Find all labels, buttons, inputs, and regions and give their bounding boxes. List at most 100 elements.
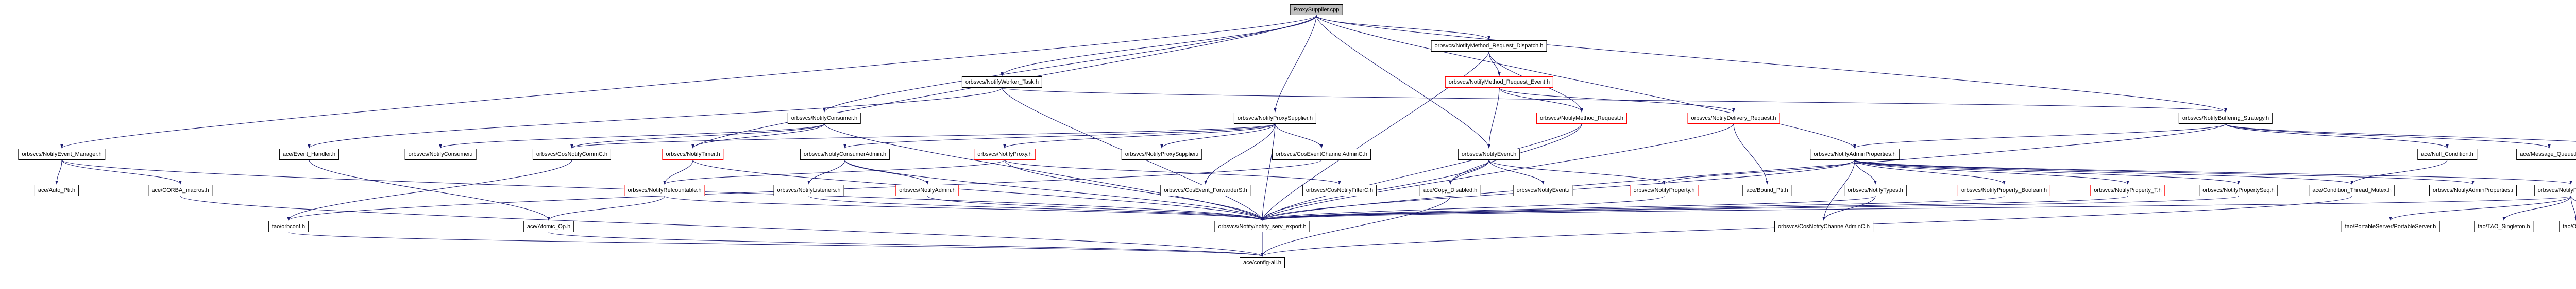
graph-node[interactable]: orbsvcs/NotifyAdminProperties.i xyxy=(2429,185,2517,196)
include-edge xyxy=(2225,123,2576,142)
include-edge xyxy=(1663,159,1855,185)
include-edge xyxy=(1449,159,1489,185)
include-edge xyxy=(1204,123,1276,185)
include-edge xyxy=(1002,87,2227,113)
graph-node[interactable]: orbsvcs/NotifyEvent.h xyxy=(1458,149,1520,160)
include-edge xyxy=(1004,159,1341,185)
include-edge xyxy=(843,123,1276,149)
include-edge xyxy=(1274,15,1317,113)
include-edge xyxy=(2389,196,2571,221)
graph-node[interactable]: ace/Event_Handler.h xyxy=(279,149,340,160)
include-edge xyxy=(570,123,1276,149)
include-edge xyxy=(807,159,845,185)
include-edge xyxy=(663,159,1005,185)
graph-node[interactable]: orbsvcs/NotifyProperty_Boolean.h xyxy=(1957,185,2051,196)
include-edge xyxy=(570,123,825,149)
graph-node[interactable]: orbsvcs/NotifyPropertySeq.h xyxy=(2199,185,2278,196)
include-edge xyxy=(1003,123,1276,149)
include-edge xyxy=(1261,196,2239,221)
include-edge xyxy=(1854,159,2240,185)
include-edge xyxy=(2570,196,2576,221)
include-edge xyxy=(1316,15,2227,113)
include-edge xyxy=(1488,159,1666,185)
graph-node[interactable]: ace/config-all.h xyxy=(1240,257,1285,268)
graph-node[interactable]: orbsvcs/CosEventChannelAdminC.h xyxy=(1272,149,1371,160)
graph-node[interactable]: orbsvcs/NotifyAdminProperties.h xyxy=(1810,149,1900,160)
include-edge xyxy=(1854,159,1877,185)
graph-node[interactable]: orbsvcs/NotifyMethod_Request_Event.h xyxy=(1445,76,1554,88)
include-edge xyxy=(1853,123,2226,149)
graph-node[interactable]: ace/Condition_Thread_Mutex.h xyxy=(2309,185,2395,196)
graph-node[interactable]: orbsvcs/NotifyProxySupplier.h xyxy=(1233,113,1317,124)
include-edge xyxy=(1822,196,1876,221)
graph-node[interactable]: orbsvcs/CosNotifyCommC.h xyxy=(532,149,612,160)
include-edge xyxy=(1854,159,2475,185)
include-edge xyxy=(309,159,550,221)
include-edge xyxy=(547,196,665,221)
include-edge xyxy=(927,196,1264,221)
include-edge xyxy=(1488,51,1501,76)
include-edge xyxy=(1316,15,1856,149)
include-edge xyxy=(824,123,1264,221)
graph-node[interactable]: orbsvcs/NotifyRefcountable.h xyxy=(624,185,705,196)
graph-node[interactable]: orbsvcs/NotifyProxy.h xyxy=(974,149,1036,160)
include-edge xyxy=(61,159,182,185)
graph-node[interactable]: orbsvcs/NotifyBuffering_Strategy.h xyxy=(2178,113,2273,124)
graph-node[interactable]: orbsvcs/NotifyProperties.h xyxy=(2534,185,2576,196)
graph-node[interactable]: tao/PortableServer/PortableServer.h xyxy=(2341,221,2440,232)
include-edge xyxy=(287,159,572,221)
graph-node[interactable]: ace/Copy_Disabled.h xyxy=(1419,185,1481,196)
graph-node[interactable]: orbsvcs/NotifyConsumer.h xyxy=(787,113,861,124)
graph-root-node: ProxySupplier.cpp xyxy=(1290,4,1343,15)
graph-node[interactable]: orbsvcs/NotifyDelivery_Request.h xyxy=(1687,113,1780,124)
graph-node[interactable]: orbsvcs/NotifyProperty.h xyxy=(1630,185,1699,196)
include-edge xyxy=(1499,87,1583,113)
include-edge xyxy=(1160,123,1276,149)
include-edge xyxy=(1261,196,2128,221)
graph-node[interactable]: orbsvcs/NotifyConsumerAdmin.h xyxy=(800,149,890,160)
include-edge xyxy=(548,232,1264,257)
graph-node[interactable]: orbsvcs/CosEvent_ForwarderS.h xyxy=(1160,185,1251,196)
graph-node[interactable]: orbsvcs/NotifyTypes.h xyxy=(1844,185,1907,196)
graph-node[interactable]: ace/CORBA_macros.h xyxy=(148,185,213,196)
graph-node[interactable]: orbsvcs/NotifyProperty_T.h xyxy=(2090,185,2165,196)
graph-node[interactable]: ace/Null_Condition.h xyxy=(2417,149,2477,160)
include-edge xyxy=(1261,123,1734,221)
graph-node[interactable]: tao/TAO_Singleton.h xyxy=(2474,221,2534,232)
graph-node[interactable]: ace/Atomic_Op.h xyxy=(523,221,574,232)
include-edge xyxy=(664,196,1264,221)
graph-node[interactable]: orbsvcs/NotifyMethod_Request_Dispatch.h xyxy=(1431,40,1547,52)
include-edge xyxy=(2225,123,2551,149)
graph-node[interactable]: tao/orbconf.h xyxy=(268,221,309,232)
graph-node[interactable]: orbsvcs/NotifyConsumer.i xyxy=(404,149,477,160)
graph-node[interactable]: ace/Bound_Ptr.h xyxy=(1742,185,1792,196)
graph-node[interactable]: tao/ORB.h xyxy=(2559,221,2576,232)
include-edge xyxy=(691,123,825,149)
include-edge xyxy=(439,123,825,149)
include-edge xyxy=(1854,159,2129,185)
include-edge xyxy=(1499,87,1735,113)
include-edge xyxy=(1261,196,1665,221)
graph-node[interactable]: orbsvcs/NotifyMethod_Request.h xyxy=(1536,113,1628,124)
graph-node[interactable]: orbsvcs/CosNotifyChannelAdminC.h xyxy=(1774,221,1873,232)
graph-node[interactable]: ace/Message_Queue.h xyxy=(2516,149,2576,160)
graph-node[interactable]: ace/Auto_Ptr.h xyxy=(34,185,79,196)
graph-node[interactable]: orbsvcs/NotifyListeners.h xyxy=(773,185,844,196)
include-edge xyxy=(1733,123,1769,185)
graph-node[interactable]: orbsvcs/NotifyProxySupplier.i xyxy=(1121,149,1202,160)
graph-node[interactable]: orbsvcs/NotifyAdmin.h xyxy=(895,185,959,196)
include-edge xyxy=(1261,123,1276,221)
include-edge xyxy=(808,196,1264,221)
include-edge xyxy=(1261,196,1876,221)
graph-node[interactable]: orbsvcs/NotifyEvent_Manager.h xyxy=(18,149,106,160)
graph-node[interactable]: orbsvcs/Notify/notify_serv_export.h xyxy=(1214,221,1310,232)
include-edge xyxy=(55,159,62,185)
graph-node[interactable]: orbsvcs/NotifyTimer.h xyxy=(662,149,724,160)
include-edge xyxy=(2350,159,2448,185)
include-edge xyxy=(1854,159,2572,185)
graph-node[interactable]: orbsvcs/NotifyEvent.i xyxy=(1513,185,1573,196)
graph-node[interactable]: orbsvcs/CosNotifyFilterC.h xyxy=(1302,185,1377,196)
graph-node[interactable]: orbsvcs/NotifyWorker_Task.h xyxy=(961,76,1043,88)
